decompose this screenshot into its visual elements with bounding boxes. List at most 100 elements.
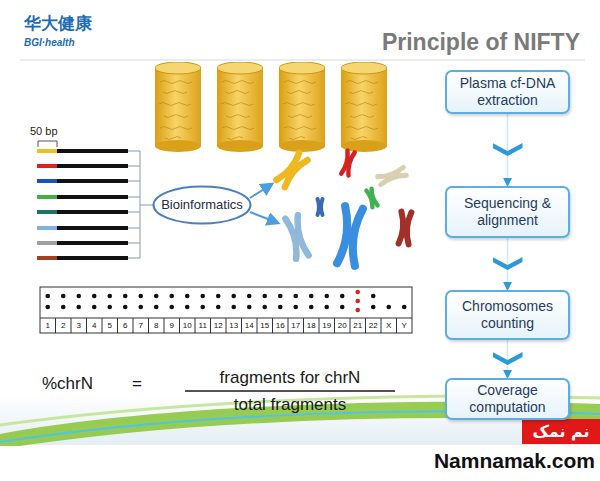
count-dot [355,299,360,304]
count-dot [309,294,314,299]
table-rule [86,318,87,333]
count-dot [138,305,143,310]
chromosome-number: 15 [257,318,273,333]
count-dot [123,305,128,310]
count-dot [231,305,236,310]
plasma-tube [155,62,201,152]
table-rule [319,318,320,333]
count-dot [76,294,81,299]
table-rule [226,318,227,333]
count-dot [107,294,112,299]
count-dot [355,308,360,313]
chromosome-number: Y [397,318,413,333]
process-box: Sequencing & alignment [445,186,570,238]
chromosome-icon [399,212,412,245]
table-rule [71,318,72,333]
count-dot [216,294,221,299]
watermark: Namnamak.com [395,450,595,471]
dna-fragment [57,210,128,214]
table-rule [396,318,397,333]
chromatid [350,208,363,266]
chromosome-number: 22 [366,318,382,333]
chromosome-number: 13 [226,318,242,333]
count-dot [231,294,236,299]
length-bracket [38,141,57,147]
fragment-tag [37,241,57,245]
count-dot [355,290,360,295]
node-text: Bioinformatics [161,197,243,213]
dna-fragments [37,151,128,258]
pointer-arrow [250,212,278,223]
fragment-tag [37,179,57,183]
table-rule [179,318,180,333]
chromatid [346,152,354,176]
chromosome-number: 16 [273,318,289,333]
count-dot [340,294,345,299]
logo-text: 华大健康 [24,15,134,32]
length-label: 50 bp [30,126,80,137]
chromosome-number: 11 [195,318,211,333]
fragment-tag [37,164,57,168]
chromosome-number: 10 [180,318,196,333]
table-rule [288,318,289,333]
table-rule [257,318,258,333]
table-rule [303,318,304,333]
chromosome-icon [318,199,323,215]
process-box: Plasma cf-DNA extraction [445,70,570,114]
chromosome-number: 19 [319,318,335,333]
count-dot [138,294,143,299]
table-rule [272,318,273,333]
fraction-bar [185,390,395,392]
flow-connector [507,340,509,378]
diagram-title: Principle of NIFTY [340,31,580,54]
fragment-tag [37,149,57,153]
node-text: Sequencing & alignment [453,195,562,230]
chromosome-icon [337,206,363,266]
chromosome-number: 21 [350,318,366,333]
table-rule [381,318,382,333]
plasma-tube [217,62,263,152]
count-dot [262,305,267,310]
count-dot [45,294,50,299]
fragment-tag [37,226,57,230]
table-rule [241,318,242,333]
formula-term: %chrN [42,375,127,392]
chromatid [370,189,378,206]
count-dot [154,294,159,299]
table-rule [133,318,134,333]
formula-denominator: total fragments [185,396,395,413]
chromosome-number: 1 [40,318,56,333]
process-ellipse: Bioinformatics [152,185,252,225]
count-dot [386,305,391,310]
count-dot [293,294,298,299]
dna-fragment [57,256,128,260]
chromosome-number: 5 [102,318,118,333]
chromosomes [276,150,411,265]
count-dot [185,294,190,299]
count-table [40,287,412,333]
count-dot [324,305,329,310]
table-rule [55,318,56,333]
table-rule [195,318,196,333]
count-dot [324,294,329,299]
table-rule [148,318,149,333]
chromosome-number: 9 [164,318,180,333]
watermark-box [522,419,600,444]
chromosome-number: 17 [288,318,304,333]
dna-fragment [57,241,128,245]
count-dot [76,305,81,310]
fragment-tag [37,195,57,199]
chromosome-number: 7 [133,318,149,333]
dna-fragment [57,164,128,168]
count-dot [371,294,376,299]
count-dot [216,305,221,310]
chromatid [294,215,309,256]
chromosome-icon [366,189,377,207]
count-dot [92,305,97,310]
count-dot [45,305,50,310]
count-dot [247,305,252,310]
chromatid [399,212,405,244]
chromosome-number: 14 [242,318,258,333]
chromosome-number: 12 [211,318,227,333]
